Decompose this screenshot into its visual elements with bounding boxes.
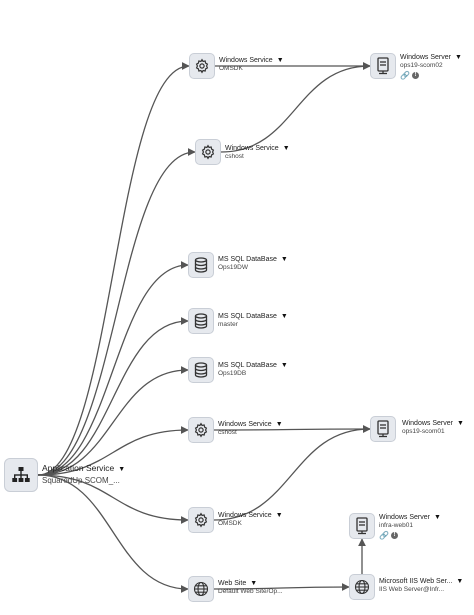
edge-app-to-website bbox=[37, 474, 189, 593]
node-subtitle: ops19-scom02 bbox=[400, 62, 443, 69]
expand-caret-icon[interactable]: ▼ bbox=[118, 466, 126, 473]
node-tile[interactable] bbox=[370, 416, 396, 442]
node-title: Microsoft IIS Web Ser...▼ bbox=[379, 578, 464, 585]
node-subtitle: master bbox=[218, 321, 238, 328]
node-subtitle: infra-web01 bbox=[379, 522, 413, 529]
hierarchy-icon bbox=[12, 467, 30, 482]
node-title: Windows Service▼ bbox=[218, 512, 283, 519]
node-subtitle: SquaredUp SCOM_... bbox=[42, 476, 120, 485]
edge-app-to-ws-cshost-1 bbox=[37, 148, 196, 476]
node-subtitle: Ops19DW bbox=[218, 264, 248, 271]
info-icon[interactable]: ! bbox=[411, 72, 419, 79]
node-title: Windows Service▼ bbox=[225, 145, 290, 152]
database-icon bbox=[194, 362, 208, 378]
node-tile[interactable] bbox=[188, 576, 214, 602]
node-subtitle: OMSDK bbox=[218, 520, 242, 527]
node-tile[interactable] bbox=[188, 252, 214, 278]
node-title: Windows Server▼ bbox=[400, 54, 462, 61]
link-icon[interactable]: 🔗 bbox=[379, 531, 389, 540]
expand-caret-icon[interactable]: ▼ bbox=[276, 57, 284, 64]
globe-icon bbox=[193, 581, 209, 597]
edge-ws-cshost-1-to-srv-scom02 bbox=[220, 62, 371, 153]
node-tile[interactable] bbox=[188, 507, 214, 533]
node-tile[interactable] bbox=[189, 53, 215, 79]
node-subtitle: OMSDK bbox=[219, 65, 243, 72]
edge-website-to-iis bbox=[213, 583, 350, 591]
edge-app-to-ws-omsdk-1 bbox=[37, 62, 190, 476]
edge-app-to-db-ops19db bbox=[37, 366, 189, 476]
expand-caret-icon[interactable]: ▼ bbox=[250, 580, 258, 587]
node-tile[interactable] bbox=[188, 308, 214, 334]
node-title: Windows Service▼ bbox=[219, 57, 284, 64]
edge-ws-omsdk-2-to-srv-scom01 bbox=[213, 425, 371, 521]
node-subtitle: Ops19DB bbox=[218, 370, 247, 377]
server-icon bbox=[377, 57, 389, 75]
node-title: Windows Server▼ bbox=[402, 420, 464, 427]
node-tile[interactable] bbox=[349, 513, 375, 539]
node-tile[interactable] bbox=[188, 357, 214, 383]
node-tile[interactable] bbox=[4, 458, 38, 492]
node-tile[interactable] bbox=[349, 574, 375, 600]
server-icon bbox=[377, 420, 389, 438]
gear-icon bbox=[194, 512, 208, 528]
node-title: MS SQL DataBase▼ bbox=[218, 362, 288, 369]
expand-caret-icon[interactable]: ▼ bbox=[280, 256, 288, 263]
node-badges: 🔗 ! bbox=[400, 71, 462, 80]
node-title: MS SQL DataBase▼ bbox=[218, 313, 288, 320]
node-subtitle: Default Web Site/Op... bbox=[218, 588, 283, 595]
node-tile[interactable] bbox=[195, 139, 221, 165]
expand-caret-icon[interactable]: ▼ bbox=[275, 421, 283, 428]
node-title: MS SQL DataBase▼ bbox=[218, 256, 288, 263]
gear-icon bbox=[201, 144, 215, 160]
node-subtitle: ops19-scom01 bbox=[402, 428, 445, 435]
edge-app-to-ws-omsdk-2 bbox=[37, 474, 189, 524]
expand-caret-icon[interactable]: ▼ bbox=[454, 54, 462, 61]
link-icon[interactable]: 🔗 bbox=[400, 71, 410, 80]
edge-ws-cshost-2-to-srv-scom01 bbox=[213, 425, 371, 433]
expand-caret-icon[interactable]: ▼ bbox=[456, 420, 464, 427]
edge-app-to-db-master bbox=[37, 317, 189, 476]
info-icon[interactable]: ! bbox=[390, 532, 398, 539]
expand-caret-icon[interactable]: ▼ bbox=[280, 313, 288, 320]
node-title: Windows Server▼ bbox=[379, 514, 441, 521]
node-title: Web Site▼ bbox=[218, 580, 258, 587]
node-subtitle: cshost bbox=[225, 153, 244, 160]
node-badges: 🔗 ! bbox=[379, 531, 441, 540]
database-icon bbox=[194, 313, 208, 329]
node-title: Windows Service▼ bbox=[218, 421, 283, 428]
node-title: Application Service▼ bbox=[42, 463, 126, 473]
gear-icon bbox=[194, 422, 208, 438]
expand-caret-icon[interactable]: ▼ bbox=[280, 362, 288, 369]
node-subtitle: IIS Web Server@Infr... bbox=[379, 586, 444, 593]
expand-caret-icon[interactable]: ▼ bbox=[282, 145, 290, 152]
node-tile[interactable] bbox=[188, 417, 214, 443]
edge-app-to-db-ops19dw bbox=[37, 261, 189, 476]
expand-caret-icon[interactable]: ▼ bbox=[456, 578, 464, 585]
node-subtitle: cshost bbox=[218, 429, 237, 436]
server-icon bbox=[356, 517, 368, 535]
globe-icon bbox=[354, 579, 370, 595]
database-icon bbox=[194, 257, 208, 273]
edge-app-to-ws-cshost-2 bbox=[37, 426, 189, 476]
gear-icon bbox=[195, 58, 209, 74]
expand-caret-icon[interactable]: ▼ bbox=[275, 512, 283, 519]
node-tile[interactable] bbox=[370, 53, 396, 79]
expand-caret-icon[interactable]: ▼ bbox=[433, 514, 441, 521]
